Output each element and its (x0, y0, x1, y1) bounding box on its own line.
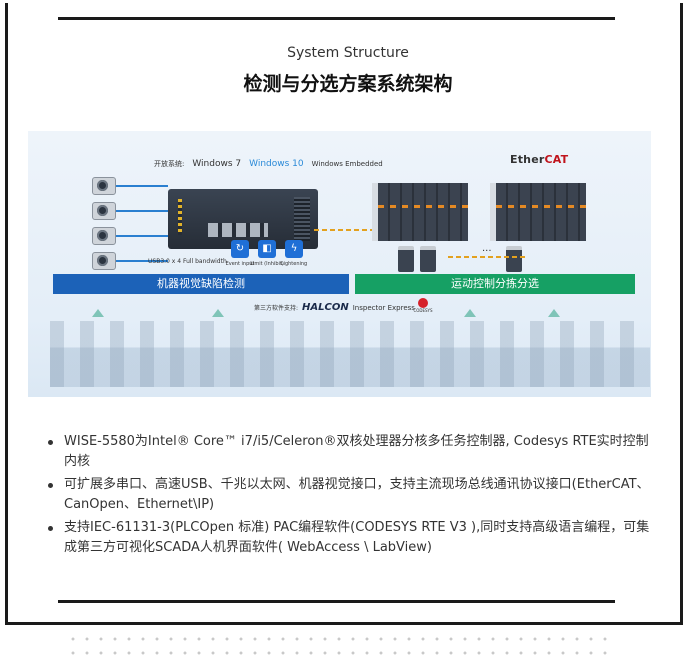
list-item: 支持IEC-61131-3(PLCOpen 标准) PAC编程软件(CODESY… (44, 518, 654, 558)
servo-motor-icon (420, 246, 436, 272)
usb-caption: USB3.0 x 4 Full bandwidth (148, 258, 227, 265)
feature-list: WISE-5580为Intel® Core™ i7/i5/Celeron®双核处… (44, 432, 654, 561)
vision-inspection-band: 机器视觉缺陷检测 (53, 274, 349, 294)
software-label: 第三方软件支持: (254, 303, 298, 312)
windows10-logo: Windows 10 (249, 159, 304, 169)
ethercat-prefix: Ether (510, 153, 545, 166)
inspector-express: Inspector Express (353, 304, 415, 312)
heatsink (294, 197, 310, 241)
system-structure-diagram: 开放系统: Windows 7 Windows 10 Windows Embed… (28, 131, 651, 397)
motion-sorting-band: 运动控制分拣分选 (355, 274, 635, 294)
os-label: 开放系统: (154, 159, 184, 169)
ethercat-link (448, 256, 528, 258)
halcon-logo: HALCON (302, 302, 349, 313)
servo-motor-icon (506, 246, 522, 272)
arrow-up-icon (212, 309, 224, 317)
dot-pattern-decoration (66, 632, 614, 662)
factory-production-line (50, 321, 650, 387)
codesys-label: CODESYS (411, 308, 435, 313)
lightening-icon: ϟ (285, 240, 303, 258)
camera-icon (92, 202, 116, 220)
windows7-logo: Windows 7 (192, 159, 241, 169)
camera-cable (116, 210, 168, 212)
servo-motor-icon (398, 246, 414, 272)
bottom-rule (58, 600, 615, 603)
windows-embedded-logo: Windows Embedded (312, 161, 383, 168)
list-item: WISE-5580为Intel® Core™ i7/i5/Celeron®双核处… (44, 432, 654, 472)
limit-icon: ◧ (258, 240, 276, 258)
section-title: 检测与分选方案系统架构 (0, 69, 696, 96)
os-support-row: 开放系统: Windows 7 Windows 10 Windows Embed… (154, 159, 383, 169)
event-input-icon: ↻ (231, 240, 249, 258)
camera-cable (116, 185, 168, 187)
arrow-up-icon (92, 309, 104, 317)
list-item: 可扩展多串口、高速USB、千兆以太网、机器视觉接口，支持主流现场总线通讯协议接口… (44, 475, 654, 515)
io-module-rack (490, 183, 586, 241)
arrow-up-icon (548, 309, 560, 317)
top-rule (58, 17, 615, 20)
camera-icon (92, 252, 116, 270)
io-ports (208, 223, 268, 237)
lightening-label: Lightening (276, 261, 312, 267)
ethercat-logo: EtherCAT (510, 153, 568, 166)
codesys-icon (418, 298, 428, 308)
more-devices: ... (482, 243, 492, 254)
camera-cable (116, 235, 168, 237)
camera-icon (92, 177, 116, 195)
section-subtitle: System Structure (0, 45, 696, 61)
third-party-software: 第三方软件支持: HALCON Inspector Express (254, 302, 415, 313)
status-leds (178, 199, 182, 235)
ethercat-suffix: CAT (545, 153, 569, 166)
io-module-rack (372, 183, 468, 241)
camera-icon (92, 227, 116, 245)
arrow-up-icon (464, 309, 476, 317)
codesys-logo: CODESYS (411, 298, 435, 313)
ethercat-link (314, 229, 374, 231)
